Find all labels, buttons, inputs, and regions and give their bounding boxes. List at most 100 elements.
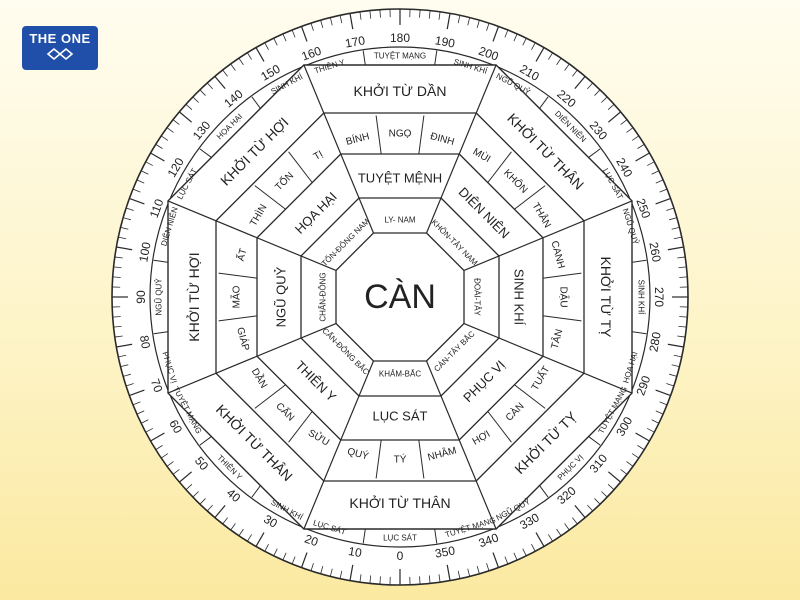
degree-tick [522,548,527,557]
degree-tick [587,82,594,90]
octagon-ring-outer [167,64,633,530]
degree-tick [132,401,141,406]
degree-tick [669,373,677,377]
sub-divider [587,435,601,446]
sub-divider [513,185,546,210]
degree-tick [438,574,441,583]
outer-star-label: LỤC SÁT [383,534,417,543]
degree-tick [113,325,122,328]
degree-tick [531,42,536,50]
sub-divider [362,528,366,544]
sub-divider [251,484,262,498]
degree-tick [120,226,129,230]
degree-tick [140,170,149,175]
degree-tick [679,316,688,318]
degree-tick [492,26,500,42]
degree-tick [300,552,308,568]
degree-tick [535,532,545,547]
degree-tick [513,552,518,561]
degree-tick [264,544,269,552]
degree-tick [310,22,314,31]
degree-tick [150,432,165,442]
sub-divider [288,151,313,184]
degree-tick [230,63,236,71]
degree-tick [457,570,461,579]
sector-inner-label: KHẢM-BẮC [379,370,421,379]
degree-label: 250 [633,197,653,221]
sub-divider [587,148,601,159]
sector-divider [167,322,337,394]
degree-tick [172,119,180,125]
sub-divider [251,96,262,110]
degree-tick [677,256,686,259]
degree-tick [677,335,686,338]
degree-tick [671,226,680,230]
degree-tick [349,564,354,581]
degree-tick [626,127,634,133]
degree-tick [671,364,680,368]
degree-tick [136,179,145,184]
degree-tick [655,389,671,397]
sub-divider-group [153,50,647,544]
degree-tick [113,266,122,269]
degree-tick [118,236,127,240]
degree-tick [247,52,252,60]
degree-tick [476,566,480,574]
degree-label: 270 [652,287,666,307]
degree-tick [320,566,324,574]
degree-tick [185,103,193,110]
sub-divider [153,331,169,335]
degree-tick [564,523,570,531]
degree-tick [125,207,134,211]
degree-tick [310,563,314,572]
degree-tick [238,528,244,536]
degree-tick [359,574,362,583]
mountain-label: DẬU [558,286,571,307]
sub-divider [254,185,287,210]
degree-tick [329,17,333,26]
degree-label: 110 [147,197,167,220]
degree-tick [150,152,165,162]
degree-tick [118,354,127,358]
sub-divider [434,528,438,544]
degree-tick [631,135,639,141]
degree-tick [192,491,199,498]
degree-tick [282,552,287,561]
degree-tick [651,419,660,424]
degree-tick [659,188,668,193]
sector-trigram-label: SINH KHÍ [512,269,527,326]
degree-tick [513,33,518,42]
degree-label: 260 [646,241,663,263]
degree-tick [572,69,578,77]
sub-divider [375,115,382,155]
degree-tick [369,10,372,19]
sector-khoi-label: KHỞI TỪ TỴ [598,256,615,338]
degree-tick [637,445,645,450]
degree-tick [339,15,343,24]
sub-divider [418,115,425,155]
degree-tick [339,570,343,579]
degree-tick [329,568,333,577]
degree-tick [504,556,509,565]
degree-tick [574,75,586,90]
degree-tick [673,354,682,358]
degree-tick [476,20,480,28]
sub-divider [487,151,512,184]
degree-tick [132,188,141,193]
degree-tick [349,13,354,30]
degree-label: 340 [477,530,501,550]
sector-divider [167,200,337,272]
center-trigram-label: CÀN [364,278,436,316]
degree-tick [255,532,265,547]
degree-tick [666,383,675,387]
sector-trigram-label: NGŨ QUỶ [274,266,289,327]
degree-tick [679,276,688,278]
degree-tick-group [112,9,688,585]
degree-tick [172,469,180,475]
degree-tick [620,469,628,475]
sector-divider [303,64,375,234]
degree-label: 350 [434,543,456,560]
degree-tick [199,498,206,505]
degree-tick [273,548,278,557]
